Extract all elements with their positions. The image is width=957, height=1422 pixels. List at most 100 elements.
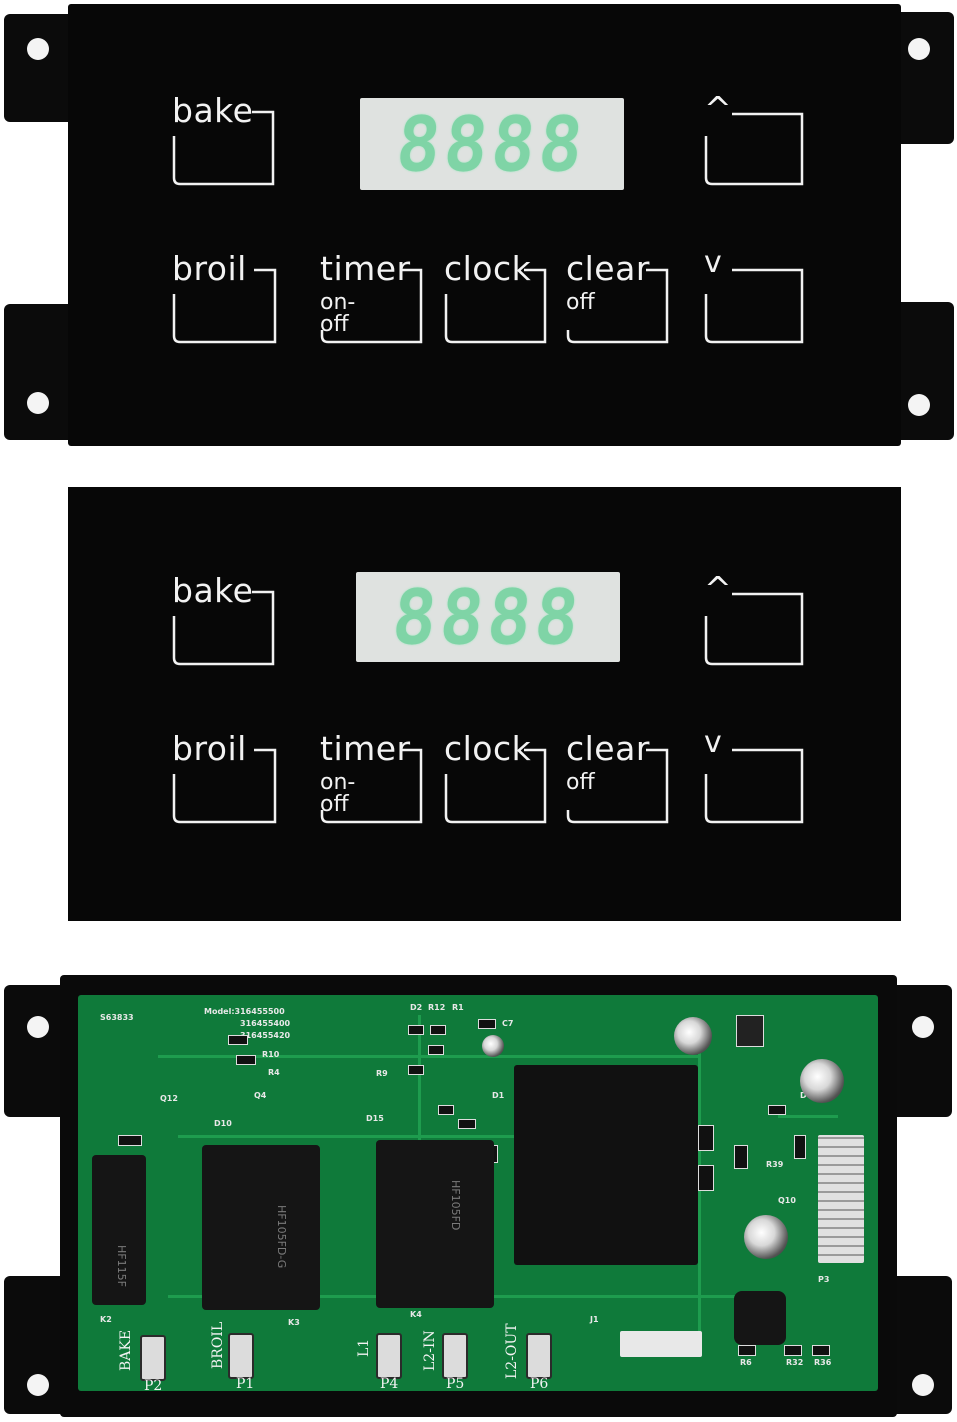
smd-component [228, 1035, 248, 1045]
clear-button-outline [566, 748, 669, 824]
terminal-id-p1: P1 [236, 1376, 255, 1392]
mounting-ear-right-top [898, 12, 954, 144]
mounting-hole [27, 38, 49, 60]
ref-label: P3 [818, 1275, 830, 1284]
timer-label: timer [320, 249, 411, 288]
terminal-p4 [376, 1333, 402, 1379]
circuit-board: S63833 Model:316455500 316455400 3164554… [78, 995, 878, 1394]
ref-label: R9 [376, 1069, 388, 1078]
smd-component [738, 1345, 756, 1356]
clock-label: clock [444, 729, 532, 768]
clock-label: clock [444, 249, 532, 288]
up-button-outline [704, 112, 804, 186]
smd-component [784, 1345, 802, 1356]
smd-component [430, 1025, 446, 1035]
broil-label: broil [172, 729, 247, 768]
ref-label: C7 [502, 1019, 514, 1028]
ref-label: D2 [410, 1003, 423, 1012]
capacitor [744, 1215, 788, 1259]
ref-label: R6 [740, 1358, 752, 1367]
capacitor [482, 1035, 504, 1057]
mounting-hole [27, 392, 49, 414]
mounting-hole [912, 1374, 934, 1396]
bake-label: bake [172, 571, 254, 610]
down-button-outline [704, 748, 804, 824]
terminal-label-bake: BAKE [118, 1329, 134, 1371]
board-id: S63833 [100, 1013, 134, 1022]
mounting-hole [27, 1374, 49, 1396]
terminal-id-p5: P5 [446, 1376, 465, 1392]
clear-label: clear [566, 249, 650, 288]
control-panel-front [68, 4, 901, 446]
smd-component [734, 1145, 748, 1169]
digital-display: 8888 [356, 572, 620, 662]
smd-component [408, 1065, 424, 1075]
down-button-outline [704, 268, 804, 344]
timer-sub-label: on-off [320, 770, 356, 817]
ref-label: D10 [214, 1119, 232, 1128]
bake-button-outline [172, 590, 275, 666]
capacitor [800, 1059, 844, 1103]
smd-component [812, 1345, 830, 1356]
smd-component [478, 1019, 496, 1029]
broil-button-outline [172, 268, 277, 344]
relay-text: HF105FD [449, 1180, 462, 1231]
relay-k2: HF115F [92, 1155, 146, 1305]
ref-label: Q4 [254, 1091, 267, 1100]
ref-label: K3 [288, 1318, 300, 1327]
control-panel-overlay [68, 487, 901, 921]
bake-label: bake [172, 91, 254, 130]
terminal-label-l2-in: L2-IN [422, 1330, 438, 1371]
smd-component [118, 1135, 142, 1146]
smd-component [698, 1125, 714, 1151]
ref-label: Q10 [778, 1196, 796, 1205]
mounting-hole [908, 38, 930, 60]
ref-label: K4 [410, 1310, 422, 1319]
ref-label: R1 [452, 1003, 464, 1012]
clear-label: clear [566, 729, 650, 768]
up-arrow-label: ^ [704, 569, 733, 608]
broil-button-outline [172, 748, 277, 824]
broil-label: broil [172, 249, 247, 288]
up-button-outline [704, 592, 804, 666]
timer-button-outline [320, 268, 423, 344]
ref-label: D1 [492, 1091, 505, 1100]
timer-button-outline [320, 748, 423, 824]
trace [178, 1135, 598, 1138]
mounting-hole [27, 1016, 49, 1038]
mounting-ear-left-bottom [4, 304, 70, 440]
terminal-p2 [140, 1335, 166, 1381]
trace [158, 1055, 698, 1058]
down-arrow-label: v [704, 725, 723, 760]
mounting-hole [912, 1016, 934, 1038]
smd-component [458, 1119, 476, 1129]
smd-component [698, 1165, 714, 1191]
smd-component [794, 1135, 806, 1159]
relay-k4: HF105FD [376, 1140, 494, 1308]
terminal-id-p2: P2 [144, 1378, 163, 1394]
model-number-3: 316455420 [240, 1031, 291, 1040]
transformer [514, 1065, 698, 1265]
trace [778, 1115, 838, 1118]
relay-k3: HF105FD-G [202, 1145, 320, 1310]
clear-sub-label: off [566, 290, 595, 315]
ref-label: R32 [786, 1358, 804, 1367]
display-digits: 8888 [392, 99, 592, 189]
mounting-ear-left-top [4, 14, 70, 122]
timer-label: timer [320, 729, 411, 768]
ribbon-connector [818, 1135, 864, 1263]
ref-label: R4 [268, 1068, 280, 1077]
up-arrow-label: ^ [704, 89, 733, 128]
capacitor [674, 1017, 712, 1055]
pcb-mounting-ear-right-top [890, 985, 952, 1117]
clear-sub-label: off [566, 770, 595, 795]
mounting-hole [908, 394, 930, 416]
smd-component [438, 1105, 454, 1115]
terminal-label-broil: BROIL [210, 1321, 226, 1369]
clear-button-outline [566, 268, 669, 344]
smd-component [408, 1025, 424, 1035]
ref-label: K2 [100, 1315, 112, 1324]
ref-label: J1 [590, 1315, 599, 1324]
relay-text: HF115F [115, 1245, 128, 1287]
terminal-p6 [526, 1333, 552, 1379]
